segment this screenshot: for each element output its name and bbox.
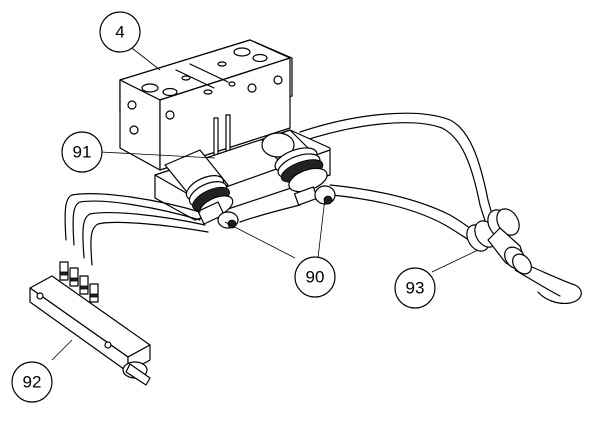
distributor-block-92 xyxy=(29,261,151,386)
svg-text:91: 91 xyxy=(73,143,92,162)
manifold-block-4 xyxy=(119,39,293,171)
leader-lines xyxy=(51,44,479,361)
fitting-93 xyxy=(466,208,532,275)
svg-text:93: 93 xyxy=(406,279,425,298)
valve-90-left xyxy=(164,149,239,229)
tube-right-lower xyxy=(329,184,479,243)
valve-90-right xyxy=(261,129,336,206)
callout-4: 4 xyxy=(99,11,141,53)
tubes-left xyxy=(64,193,301,266)
callout-93: 93 xyxy=(394,267,436,309)
svg-text:90: 90 xyxy=(306,268,325,287)
callout-90: 90 xyxy=(294,256,336,298)
callout-92: 92 xyxy=(11,361,53,403)
callout-91: 91 xyxy=(61,131,103,173)
svg-text:92: 92 xyxy=(23,373,42,392)
svg-text:4: 4 xyxy=(115,23,124,42)
